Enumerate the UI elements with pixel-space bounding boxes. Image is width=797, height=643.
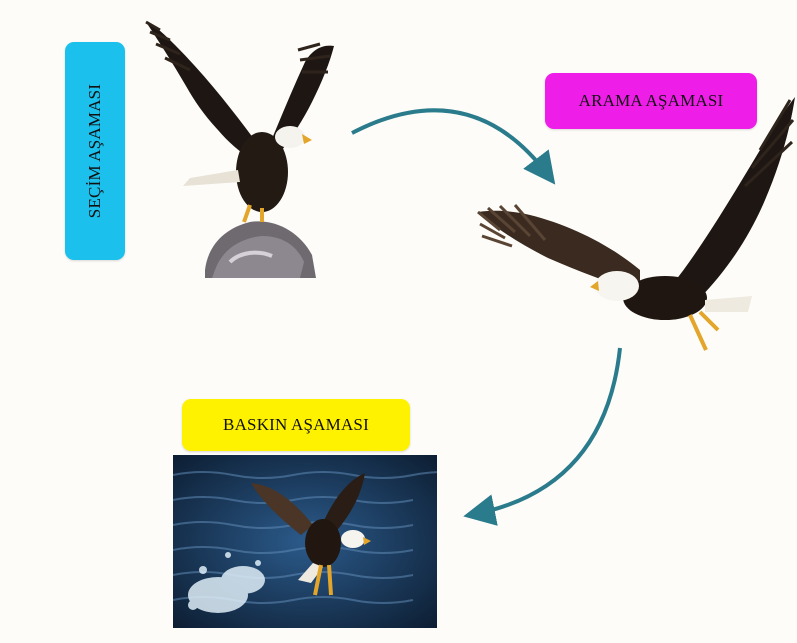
- arrow-search-to-attack: [463, 347, 622, 526]
- search-stage-label: ARAMA AŞAMASI: [545, 73, 757, 129]
- arrow-selection-to-search: [351, 108, 556, 185]
- eagle-diving-image: [172, 455, 474, 628]
- attack-stage-label: BASKIN AŞAMASI: [182, 399, 410, 451]
- search-stage-text: ARAMA AŞAMASI: [578, 91, 724, 110]
- attack-stage-text: BASKIN AŞAMASI: [223, 415, 369, 434]
- selection-stage-label: SEÇİM AŞAMASI: [65, 42, 125, 260]
